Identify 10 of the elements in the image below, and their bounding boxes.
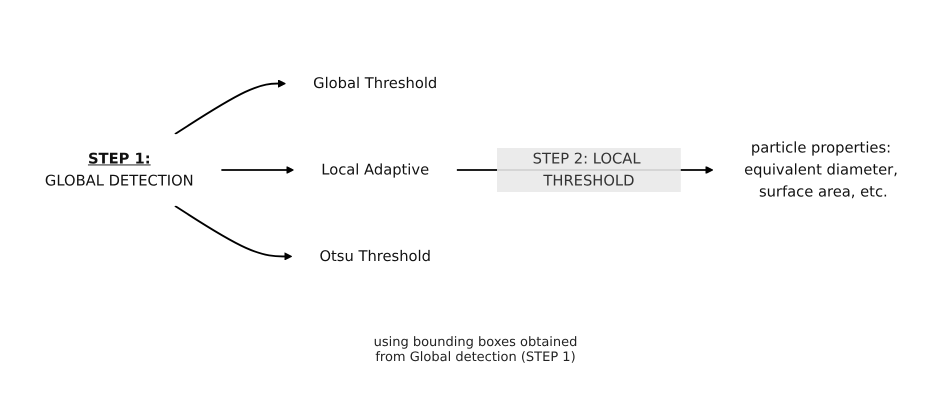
node-text: STEP 1: GLOBAL DETECTION [44,150,194,190]
note-text: using bounding boxes obtained from Global detection (STEP 1) [372,335,578,365]
node-text: Local Adaptive [321,160,430,178]
arrow [174,205,292,260]
arrow [221,166,294,174]
node-text: Global Threshold [313,74,438,92]
arrow [174,80,286,135]
edge-label: STEP 2: LOCAL THRESHOLD [532,150,641,190]
node-text: particle properties: equivalent diameter, surface area, etc. [744,138,898,200]
node-text: Otsu Threshold [319,247,431,265]
